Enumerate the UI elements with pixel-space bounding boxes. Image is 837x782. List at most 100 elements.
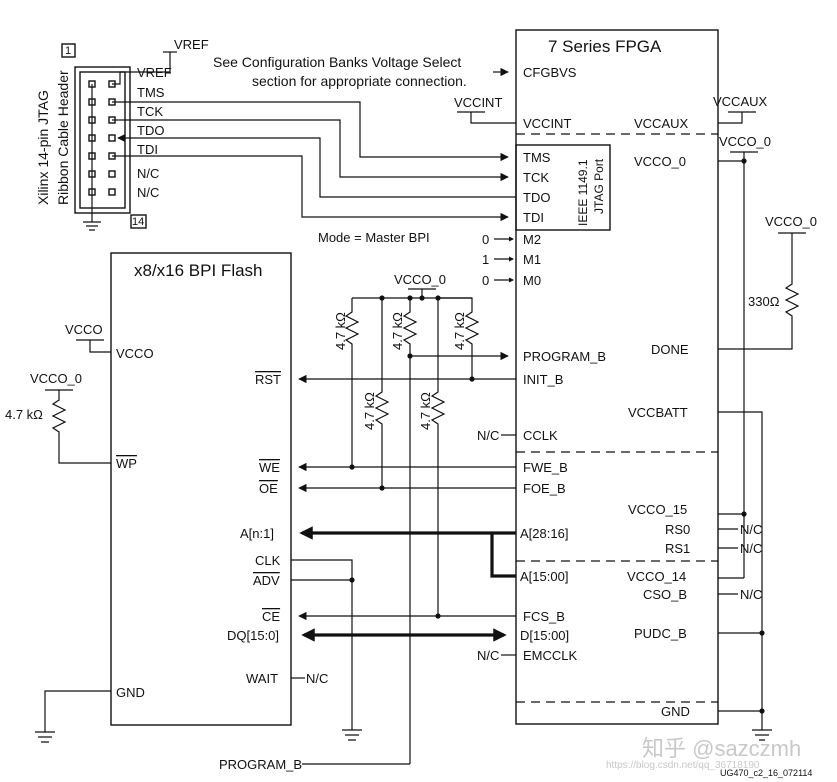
flash-vcco-supply-label: VCCO — [65, 322, 103, 337]
ground-icon — [342, 729, 362, 741]
junction-dot — [419, 295, 425, 301]
wire-vref — [112, 52, 171, 85]
mode-value-m1: 1 — [482, 252, 489, 267]
jtag-pin-label-tms: TMS — [137, 85, 165, 100]
jtag-pin-label-vref: VREF — [137, 65, 172, 80]
nc-wait: N/C — [306, 671, 328, 686]
vccaux-supply-label: VCCAUX — [713, 94, 768, 109]
junction-dot — [469, 376, 475, 382]
jtag-header: Xilinx 14-pin JTAG Ribbon Cable Header 1… — [35, 37, 516, 231]
nc-emcclk: N/C — [477, 648, 499, 663]
mode-value-m0: 0 — [482, 273, 489, 288]
jtag-pin-label-tdo: TDO — [137, 123, 164, 138]
flash-pin-addr: A[n:1] — [240, 526, 274, 541]
fpga-pin-vcco-14: VCCO_14 — [627, 569, 686, 584]
nc-rs1: N/C — [740, 541, 762, 556]
vcco0-supply-label-b: VCCO_0 — [765, 214, 817, 229]
flash-pin-dq: DQ[15:0] — [227, 628, 279, 643]
nc-rs0: N/C — [740, 522, 762, 537]
fpga-pin-pudc-b: PUDC_B — [634, 626, 687, 641]
ground-icon — [83, 210, 101, 231]
jtag-title-line2: Ribbon Cable Header — [55, 70, 71, 205]
cfgbvs-note-line1: See Configuration Banks Voltage Select — [213, 54, 461, 70]
junction-dot — [741, 511, 747, 517]
fpga-title: 7 Series FPGA — [548, 37, 662, 56]
junction-dot — [435, 613, 441, 619]
jtag-pin-label-nc2: N/C — [137, 185, 159, 200]
fpga-pin-m1: M1 — [523, 252, 541, 267]
mode-note: Mode = Master BPI — [318, 230, 430, 245]
address-bus-low — [490, 533, 516, 578]
jtag-pin-label-tdi: TDI — [137, 142, 158, 157]
jtag-port-label-1: IEEE 1149.1 — [576, 159, 590, 226]
wp-resistor-label: 4.7 kΩ — [5, 407, 43, 422]
cfgbvs-note-line2: section for appropriate connection. — [252, 73, 467, 89]
fpga-pin-fwe-b: FWE_B — [523, 460, 568, 475]
resistor-fwe-label: 4.7 kΩ — [333, 312, 348, 350]
vccbatt-gnd-rail — [718, 411, 763, 730]
junction-dot — [759, 708, 765, 714]
ground-icon — [35, 690, 111, 743]
junction-dot — [741, 158, 747, 164]
done-pullup-wire — [718, 232, 806, 350]
ground-icon — [752, 729, 772, 741]
junction-dot — [759, 630, 765, 636]
flash-vcco-wire — [76, 339, 111, 353]
watermark: 知乎 @sazczmh — [642, 736, 801, 761]
flash-pin-ce: CE — [262, 609, 280, 624]
fpga-pin-fcs-b: FCS_B — [523, 609, 565, 624]
flash-pin-vcco: VCCO — [116, 346, 154, 361]
fpga-pin-rs0: RS0 — [665, 522, 690, 537]
fpga-pin-cfgbvs: CFGBVS — [523, 65, 577, 80]
fpga-pin-vccaux: VCCAUX — [634, 116, 689, 131]
flash-pin-gnd: GND — [116, 685, 145, 700]
fpga-pin-vcco-0: VCCO_0 — [634, 154, 686, 169]
nc-cclk: N/C — [477, 428, 499, 443]
jtag-connector-inner — [79, 71, 126, 209]
fpga-pin-emcclk: EMCCLK — [523, 648, 578, 663]
fpga-pin-cso-b: CSO_B — [643, 587, 687, 602]
wire-tck — [112, 119, 509, 182]
flash-pin-adv: ADV — [253, 573, 280, 588]
vccaux-supply-wire — [718, 111, 756, 124]
jtag-port-box — [515, 144, 611, 231]
jtag-port-label-2: JTAG Port — [592, 158, 606, 214]
flash-pin-we: WE — [259, 460, 280, 475]
wire-tdi — [112, 155, 509, 222]
resistor-fwe-pullup — [344, 298, 360, 467]
vccint-supply-wire — [457, 111, 516, 124]
source-url: https://blog.csdn.net/qq_36718190 — [606, 760, 760, 771]
flash-pin-oe: OE — [259, 481, 278, 496]
fpga-pin-tdi: TDI — [523, 210, 544, 225]
wire-tdo — [117, 133, 516, 198]
done-resistor-label: 330Ω — [748, 294, 780, 309]
fpga-pin-tdo: TDO — [523, 190, 550, 205]
jtag-pin-label-nc1: N/C — [137, 166, 159, 181]
resistor-init-b-pullup — [438, 297, 480, 379]
jtag-pin14-box — [130, 214, 147, 229]
pullup-bus-supply-label: VCCO_0 — [394, 272, 446, 287]
mode-value-m2: 0 — [482, 232, 489, 247]
jtag-pin-label-tck: TCK — [137, 104, 163, 119]
flash-pin-wait: WAIT — [246, 671, 278, 686]
junction-dot — [407, 353, 413, 359]
junction-dot — [349, 464, 355, 470]
vcco0-rail — [730, 151, 758, 578]
fpga-pin-gnd: GND — [661, 704, 690, 719]
fpga-pin-vcco-15: VCCO_15 — [628, 502, 687, 517]
fpga-pin-a15-00: A[15:00] — [520, 569, 568, 584]
fpga-pin-done: DONE — [651, 342, 689, 357]
resistor-foe-label: 4.7 kΩ — [362, 392, 377, 430]
fpga-pin-tms: TMS — [523, 150, 551, 165]
flash-pin-clk: CLK — [255, 553, 281, 568]
resistor-foe-pullup — [374, 298, 390, 488]
resistor-fcs-pullup — [430, 298, 446, 616]
fpga-pin-m0: M0 — [523, 273, 541, 288]
resistor-program-b-pullup — [402, 298, 418, 764]
fpga-pin-tck: TCK — [523, 170, 549, 185]
flash-pin-wp: WP — [116, 456, 137, 471]
jtag-pin1-box — [61, 43, 76, 58]
fpga-pin-vccbatt: VCCBATT — [628, 405, 688, 420]
flash-outline — [110, 252, 292, 726]
bpi-flash-block: x8/x16 BPI Flash VCCO RST WP WE OE A[n:1… — [110, 252, 292, 726]
